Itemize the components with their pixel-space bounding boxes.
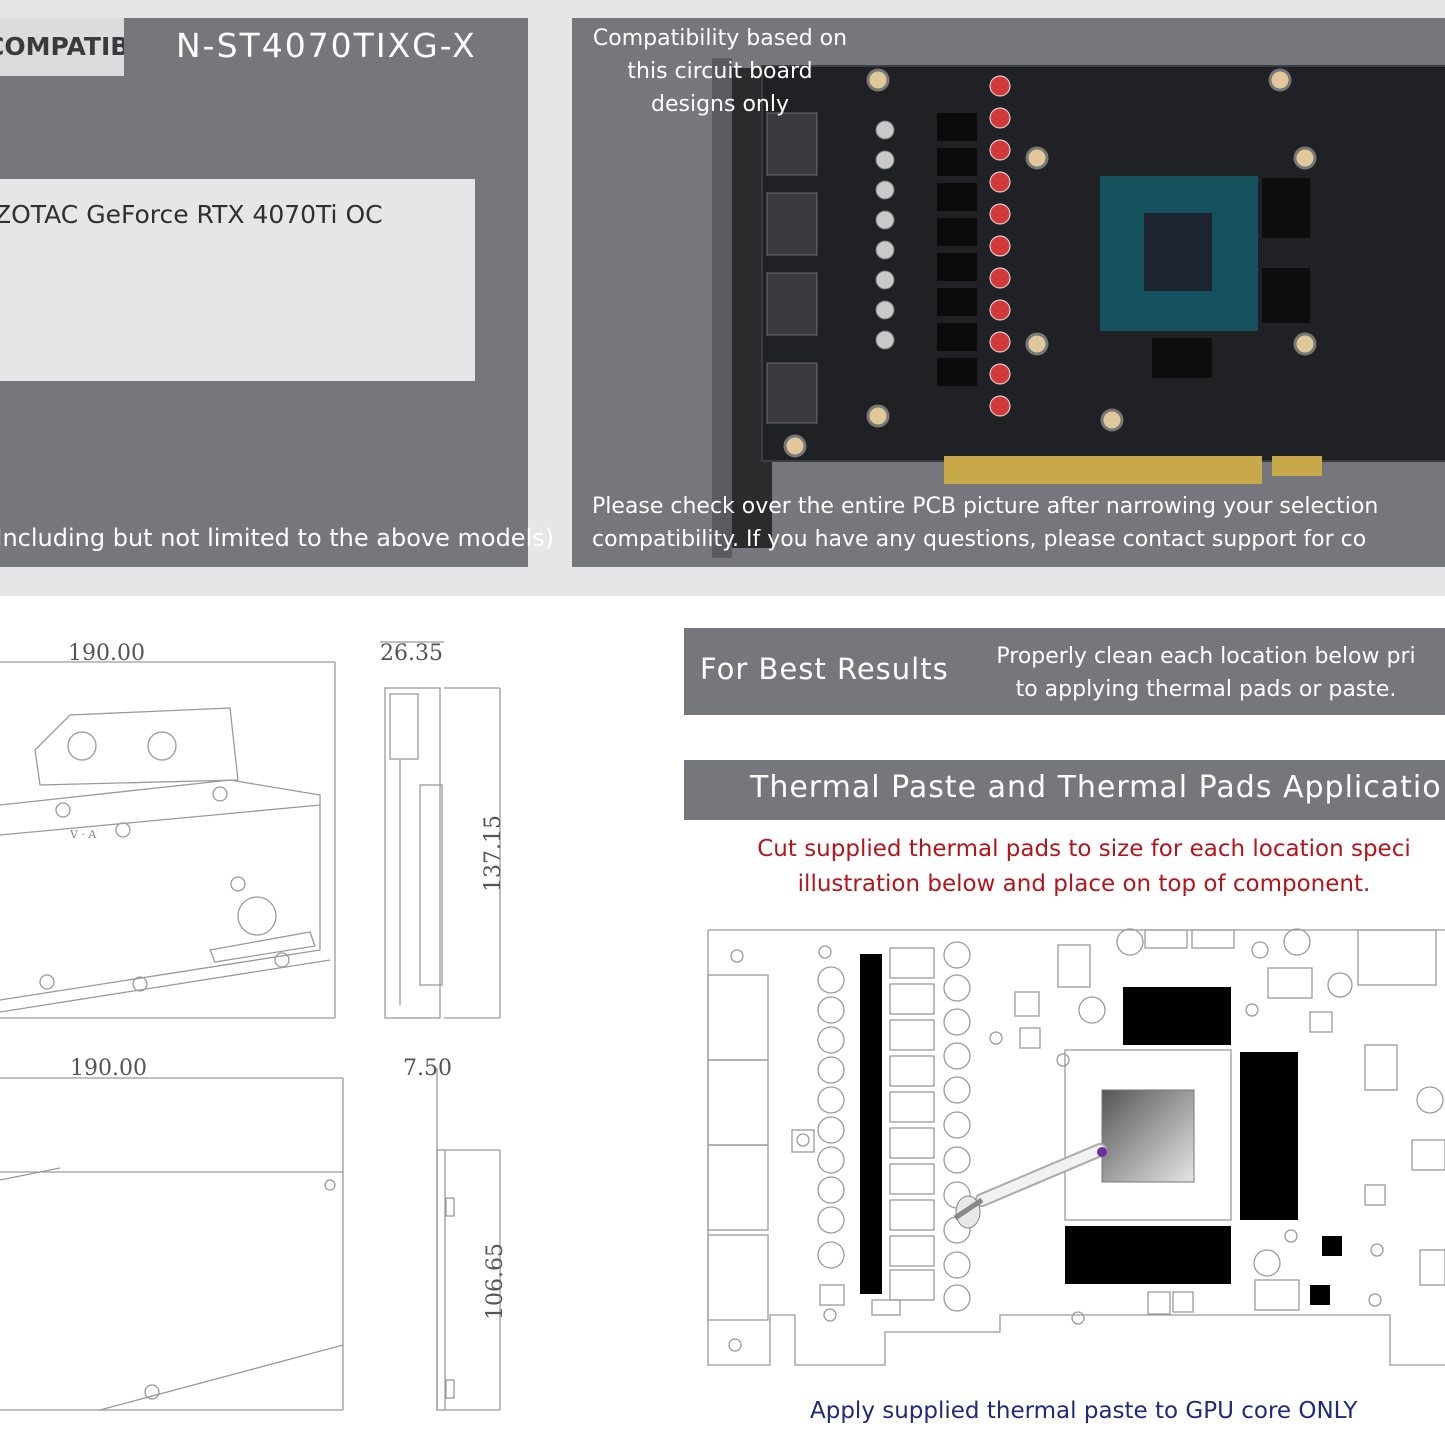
model-name: ZOTAC GeForce RTX 4070Ti OC <box>0 200 383 229</box>
best-results-line2: to applying thermal pads or paste. <box>1015 677 1397 702</box>
pcb-bottom-caption: Please check over the entire PCB picture… <box>592 490 1445 556</box>
thermal-paste-note: Apply supplied thermal paste to GPU core… <box>810 1398 1358 1424</box>
compatibility-tab: COMPATIBILITY <box>0 18 124 76</box>
thermal-pad-line2: illustration below and place on top of c… <box>797 871 1371 897</box>
thermal-title: Thermal Paste and Thermal Pads Applicati… <box>750 770 1442 805</box>
best-results-text: Properly clean each location below pri t… <box>966 640 1445 706</box>
back-width-label: 190.00 <box>70 1056 147 1081</box>
side-height-label: 137.15 <box>481 815 506 892</box>
pcb-bottom-caption-line1: Please check over the entire PCB picture… <box>592 494 1379 519</box>
back-height-label: 106.65 <box>483 1243 508 1320</box>
model-code: N-ST4070TIXG-X <box>176 26 477 65</box>
thermal-title-bar <box>684 760 1445 820</box>
gpu-core <box>1101 1089 1195 1183</box>
logo-text-front: V · A <box>69 828 97 841</box>
thermal-pad-layout-diagram <box>707 928 1445 1366</box>
dimension-drawings: V · A 190.00 26.35 137.15 190.00 7.50 10… <box>0 641 508 1411</box>
front-width-label: 190.00 <box>68 641 145 666</box>
side-depth-label: 26.35 <box>380 641 443 666</box>
model-list-box <box>0 179 475 381</box>
thermal-pad-instructions: Cut supplied thermal pads to size for ea… <box>684 832 1445 902</box>
thermal-paste-syringe <box>953 1143 1107 1229</box>
pcb-bottom-caption-line2: compatibility. If you have any questions… <box>592 527 1367 552</box>
compatibility-note: (Including but not limited to the above … <box>0 524 555 552</box>
pcb-top-caption: Compatibility based on this circuit boar… <box>592 26 848 117</box>
back-depth-label: 7.50 <box>403 1056 452 1081</box>
compatibility-tab-label: COMPATIBILITY <box>0 32 124 61</box>
pcb-photo-panel: Compatibility based on this circuit boar… <box>572 18 1445 567</box>
best-results-bar <box>684 628 1445 715</box>
pcb-photo-illustration <box>712 58 1445 558</box>
best-results-title: For Best Results <box>700 652 949 686</box>
thermal-pad-line1: Cut supplied thermal pads to size for ea… <box>757 836 1411 862</box>
best-results-line1: Properly clean each location below pri <box>996 644 1416 669</box>
